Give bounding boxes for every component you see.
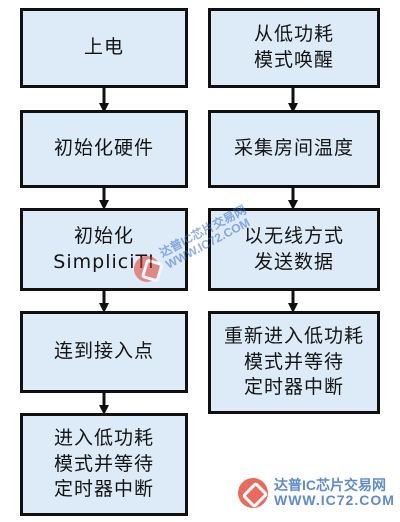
step-connect-access-point-text: 连到接入点 (53, 340, 154, 363)
step-init-simpliciti-line1: 初始化 (73, 224, 134, 247)
watermark-bottom-name: 达普IC芯片交易网 (274, 477, 386, 494)
step-power-on: 上电 (20, 8, 188, 88)
step-connect-access-point: 连到接入点 (20, 311, 188, 393)
step-wake-line2: 模式唤醒 (253, 49, 334, 71)
step-reenter-low-power: 重新进入低功耗 模式并等待 定时器中断 (208, 311, 380, 414)
step-wake-from-low-power: 从低功耗 模式唤醒 (208, 8, 380, 88)
step-sample-temperature-text: 采集房间温度 (233, 137, 354, 160)
step-enter-low-power-line2: 模式并等待 (53, 452, 154, 475)
step-send-wireless-line2: 发送数据 (253, 250, 334, 273)
step-send-wireless: 以无线方式 发送数据 (208, 208, 380, 291)
step-init-simpliciti-line2: SimpliciTI (53, 250, 155, 273)
watermark-logo-icon (238, 478, 268, 508)
watermark-bottom: 达普IC芯片交易网 WWW.IC72.COM (238, 478, 395, 508)
step-enter-low-power: 进入低功耗 模式并等待 定时器中断 (20, 413, 188, 516)
step-sample-temperature: 采集房间温度 (208, 110, 380, 188)
step-init-hardware-text: 初始化硬件 (53, 137, 154, 160)
step-enter-low-power-line3: 定时器中断 (53, 478, 154, 501)
step-reenter-line2: 模式并等待 (243, 350, 344, 373)
step-reenter-line1: 重新进入低功耗 (223, 325, 364, 348)
step-init-hardware: 初始化硬件 (20, 110, 188, 188)
step-enter-low-power-line1: 进入低功耗 (53, 427, 154, 450)
watermark-bottom-url: WWW.IC72.COM (274, 492, 395, 508)
step-init-simpliciti: 初始化 SimpliciTI (20, 208, 188, 291)
step-power-on-text: 上电 (83, 36, 124, 59)
step-reenter-line3: 定时器中断 (243, 376, 344, 399)
step-wake-line1: 从低功耗 (253, 23, 334, 46)
step-send-wireless-line1: 以无线方式 (243, 224, 344, 247)
